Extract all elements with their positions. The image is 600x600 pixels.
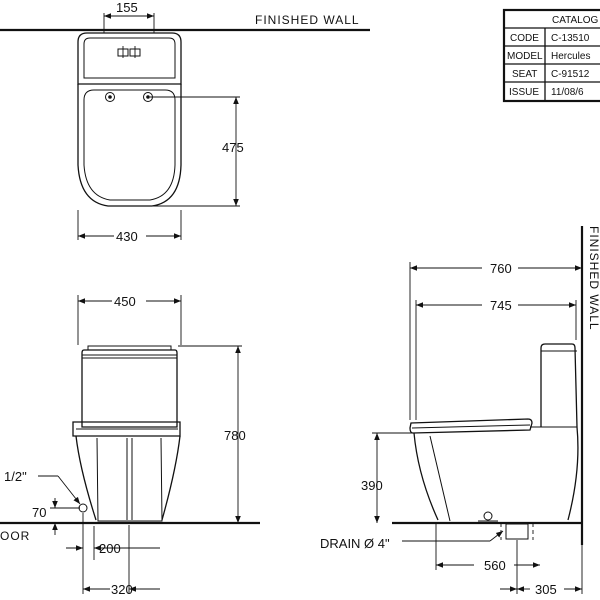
dim-475: 475 [222, 140, 244, 155]
dim-430: 430 [116, 229, 138, 244]
tank-top-outline [77, 32, 182, 85]
supply-valve [78, 503, 88, 513]
catalog-value-model: Hercules [551, 51, 590, 62]
dim-390: 390 [361, 478, 383, 493]
drain-label: DRAIN Ø 4" [320, 536, 390, 551]
dim-305: 305 [535, 582, 557, 597]
catalog-table: CATALOG CODE C-13510 MODEL Hercules SEAT… [502, 8, 600, 103]
catalog-key-code: CODE [510, 33, 539, 44]
side-seat [409, 418, 533, 434]
dim-200: 200 [99, 541, 121, 556]
tank-top-inner [83, 37, 176, 79]
dim-760: 760 [490, 261, 512, 276]
dim-70: 70 [32, 505, 46, 520]
catalog-header: CATALOG [552, 15, 599, 26]
catalog-key-issue: ISSUE [509, 87, 539, 98]
top-view: FINISHED WALL 155 475 430 [0, 0, 370, 244]
dim-155: 155 [116, 0, 138, 15]
front-bowl-outline [75, 435, 181, 521]
front-view: OOR 450 780 1/2" 70 [0, 294, 260, 597]
front-lid [82, 345, 177, 356]
label-half-inch: 1/2" [4, 469, 27, 484]
front-tank-outline [81, 349, 178, 428]
dim-450: 450 [114, 294, 136, 309]
dim-560: 560 [484, 558, 506, 573]
side-bowl-outline [413, 426, 579, 521]
dim-745: 745 [490, 298, 512, 313]
catalog-key-model: MODEL [507, 51, 543, 62]
catalog-value-issue: 11/08/6 [551, 87, 584, 98]
finished-wall-label-top: FINISHED WALL [255, 13, 360, 27]
seat-hinge-left [105, 92, 115, 102]
drain-pipe [505, 523, 529, 540]
seat-top-outline [83, 89, 176, 201]
catalog-value-seat: C-91512 [551, 69, 590, 80]
floor-label: OOR [0, 529, 30, 543]
front-pedestal [96, 437, 163, 522]
finished-wall-label-side: FINISHED WALL [587, 226, 600, 331]
dim-320: 320 [111, 582, 133, 597]
dim-780: 780 [224, 428, 246, 443]
side-tank-outline [540, 343, 578, 428]
catalog-key-seat: SEAT [512, 69, 537, 80]
side-view: FINISHED WALL 760 745 390 [320, 226, 600, 597]
bowl-top-outline [77, 84, 182, 207]
drain-outlet [483, 511, 493, 521]
catalog-value-code: C-13510 [551, 33, 590, 44]
side-bowl-inner [429, 435, 451, 522]
